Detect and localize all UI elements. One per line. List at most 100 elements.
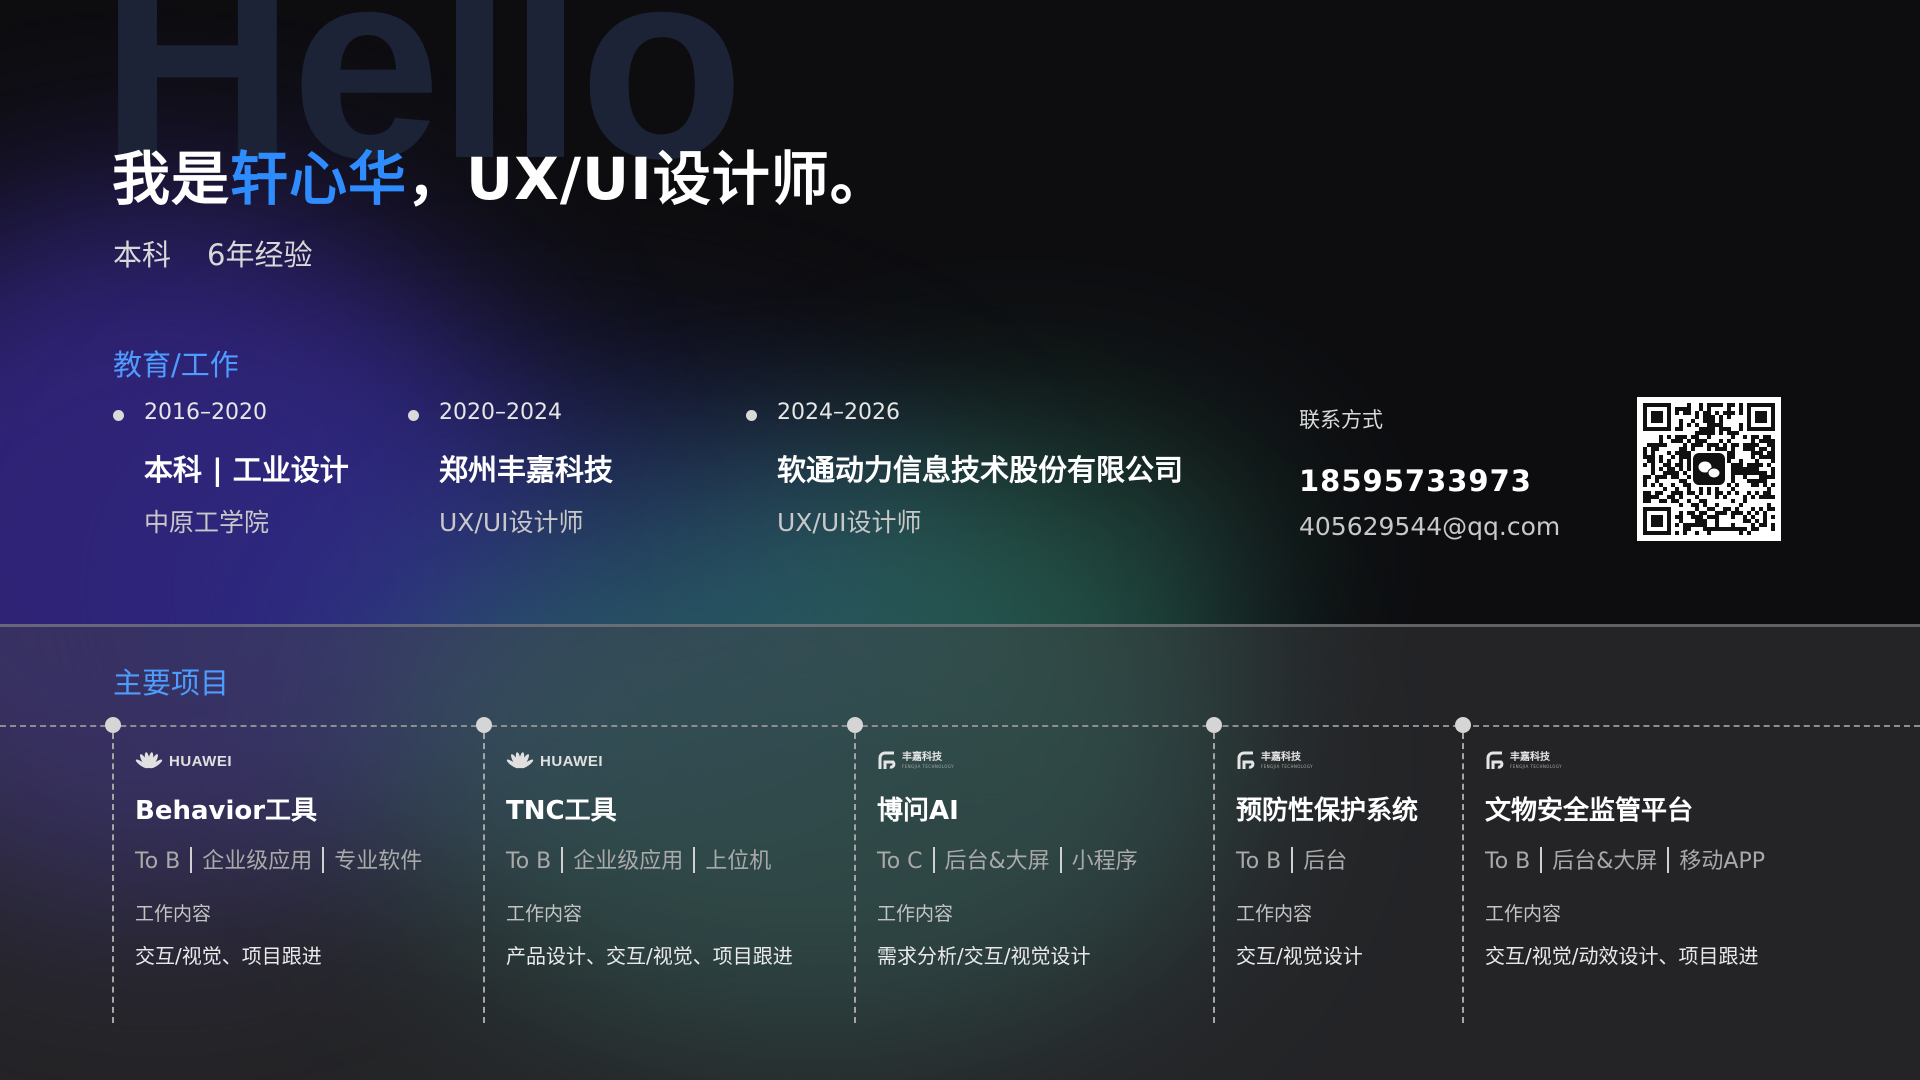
timeline-node [476,717,492,733]
tag-divider [561,847,564,873]
projects-section-title: 主要项目 [113,666,230,700]
work-company: 郑州丰嘉科技 [439,453,614,487]
green-glow [760,420,1280,680]
education-item: 2016–2020 本科 | 工业设计 中原工学院 [113,400,349,539]
huawei-logo: HUAWEI [506,748,793,774]
work-content: 交互/视觉/动效设计、项目跟进 [1485,944,1759,968]
project-tag: To B [1236,849,1282,874]
project-tag: To B [135,849,181,874]
project-tag: 后台&大屏 [944,849,1050,874]
project-tag: 后台 [1303,849,1348,874]
title-prefix: 我是 [112,145,231,213]
education-title: 本科 | 工业设计 [144,453,349,487]
project-tag: 企业级应用 [202,849,313,874]
work-item: 2020–2024 郑州丰嘉科技 UX/UI设计师 [408,400,613,539]
timeline-node [847,717,863,733]
tag-divider [190,847,193,873]
project-tag: To B [1485,849,1531,874]
timeline-connector [1462,733,1464,1023]
project-tag: 专业软件 [334,849,423,874]
project-tag: 后台&大屏 [1552,849,1658,874]
logo-text: 丰嘉科技 [1510,752,1550,763]
education-section-title: 教育/工作 [113,348,239,382]
experience-text: 6年经验 [207,238,313,272]
projects-panel [0,624,1920,1080]
work-content: 产品设计、交互/视觉、项目跟进 [506,944,793,968]
contact-label: 联系方式 [1299,408,1383,432]
work-company: 软通动力信息技术股份有限公司 [777,453,1184,487]
hello-watermark: Hello [100,0,744,215]
qr-finder-pattern [1643,403,1671,431]
fengjia-mark-icon [1237,751,1255,769]
fengjia-mark-icon [1486,751,1504,769]
work-item: 2024–2026 软通动力信息技术股份有限公司 UX/UI设计师 [746,400,1183,539]
logo-text: HUAWEI [169,752,232,770]
qr-finder-pattern [1643,507,1671,535]
huawei-logo: HUAWEI [135,748,422,774]
work-role: UX/UI设计师 [439,508,584,537]
project-tag: 小程序 [1071,849,1138,874]
project-tag: To C [877,849,923,874]
education-subtitle: 中原工学院 [144,508,270,537]
qr-finder-pattern [1747,403,1775,431]
huawei-flower-icon [506,752,534,769]
timeline-connector [483,733,485,1023]
tag-divider [693,847,696,873]
wechat-qr-code[interactable] [1637,397,1781,541]
project-tag: 移动APP [1679,849,1765,874]
page-title: 我是轩心华，UX/UI设计师。 [112,132,889,216]
timeline-connector [854,733,856,1023]
timeline-node [1455,717,1471,733]
project-name: 预防性保护系统 [1236,796,1419,826]
work-content: 需求分析/交互/视觉设计 [877,944,1091,968]
timeline-connector [1213,733,1215,1023]
project-tags: To C 后台&大屏小程序 [877,843,1138,875]
project-name: TNC工具 [506,796,617,826]
designer-name: 轩心华 [230,145,408,213]
tag-divider [1291,847,1294,873]
huawei-flower-icon [135,752,163,769]
work-content-label: 工作内容 [1485,903,1562,925]
degree-text: 本科 [113,238,172,272]
work-content-label: 工作内容 [135,903,212,925]
work-years: 2024–2026 [746,400,1183,425]
timeline-line [0,725,1920,727]
project-name: 文物安全监管平台 [1485,796,1694,826]
logo-text: HUAWEI [540,752,603,770]
work-content-label: 工作内容 [506,903,583,925]
tag-divider [1540,847,1543,873]
project-tags: To B 企业级应用专业软件 [135,843,422,875]
project-tag: 上位机 [705,849,772,874]
tag-divider [932,847,935,873]
title-suffix: ，UX/UI设计师。 [407,145,889,213]
logo-subtext: FENGJIA TECHNOLOGY [902,764,954,769]
timeline-node [1206,717,1222,733]
logo-text: 丰嘉科技 [902,752,942,763]
phone-number[interactable]: 18595733973 [1299,464,1532,498]
work-content: 交互/视觉、项目跟进 [135,944,322,968]
project-tags: To B 后台 [1236,843,1418,875]
tag-divider [1059,847,1062,873]
work-role: UX/UI设计师 [777,508,922,537]
logo-subtext: FENGJIA TECHNOLOGY [1510,764,1562,769]
logo-text: 丰嘉科技 [1261,752,1301,763]
qr-modules [1643,403,1775,535]
fengjia-mark-icon [878,751,896,769]
project-name: 博问AI [877,796,959,826]
tag-divider [1667,847,1670,873]
qr-code-graphic [1643,403,1775,535]
email-address[interactable]: 405629544@qq.com [1299,512,1561,541]
timeline-connector [112,733,114,1023]
